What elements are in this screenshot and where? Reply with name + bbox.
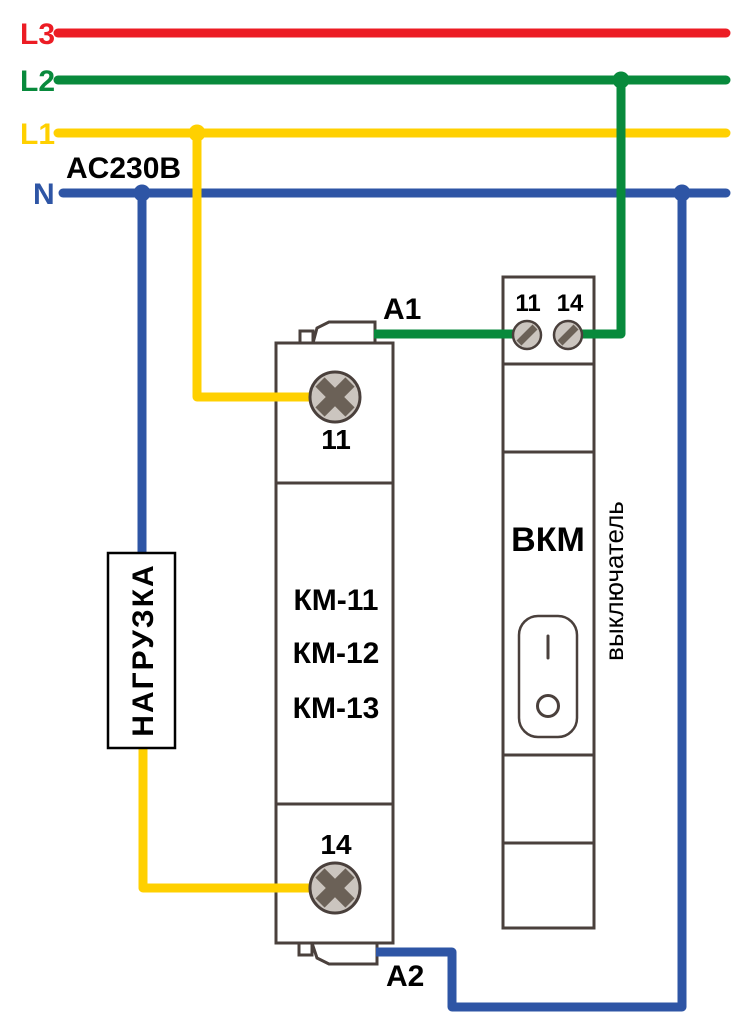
wire-l1-to-terminal-11 <box>192 129 330 402</box>
load-device: НАГРУЗКА <box>106 551 177 750</box>
switch-module <box>501 275 596 930</box>
junction-n-right <box>673 184 691 202</box>
contactor-model-1: КМ-11 <box>293 584 378 617</box>
contactor-body <box>274 341 395 945</box>
contactor-top-tab <box>311 320 377 345</box>
switch-body <box>501 275 596 930</box>
rail-l2-label: L2 <box>20 65 55 98</box>
load-label: НАГРУЗКА <box>127 563 160 736</box>
contactor-terminal-14-label: 14 <box>320 829 352 860</box>
switch-terminal-11-label: 11 <box>515 290 540 317</box>
switch-details: 11 14 ВКМ выключатель <box>511 290 629 739</box>
rail-l3-label: L3 <box>20 18 55 51</box>
rocker-switch <box>517 614 579 739</box>
contactor-module <box>274 320 395 966</box>
junction-n-left <box>133 184 151 202</box>
coil-a1-label: A1 <box>383 293 421 326</box>
contactor-top-notch <box>298 329 315 345</box>
switch-caption: выключатель <box>599 501 629 661</box>
contactor-model-2: КМ-12 <box>293 637 380 670</box>
screw-11-cross-icon <box>315 377 355 417</box>
switch-terminal-14-label: 14 <box>557 290 584 317</box>
switch-screw-14-slash-icon <box>557 324 579 346</box>
switch-name-label: ВКМ <box>511 521 585 559</box>
load-box <box>106 551 177 750</box>
contactor-model-3: КМ-13 <box>293 692 380 725</box>
wires <box>133 71 691 1012</box>
wire-n-to-coil-a2 <box>376 193 687 1012</box>
contactor-bottom-notch <box>297 941 314 957</box>
rail-n-label: N <box>33 178 55 211</box>
contactor-bottom-tab <box>309 941 379 966</box>
wire-switch-14-to-l2 <box>575 78 626 339</box>
contactor-terminals: 11 14 A1 A2 КМ-11 КМ-12 КМ-13 <box>293 293 425 993</box>
wire-load-to-terminal-14 <box>138 746 330 893</box>
contactor-terminal-11-label: 11 <box>321 424 351 455</box>
junction-l2 <box>612 71 630 89</box>
power-rails: L3 L2 L1 N AC230B <box>20 18 731 211</box>
voltage-label: AC230B <box>66 152 181 185</box>
junction-l1 <box>188 124 206 142</box>
screw-14-cross-icon <box>315 868 355 908</box>
coil-a2-label: A2 <box>386 960 424 993</box>
rail-l1-label: L1 <box>20 118 55 151</box>
rocker-off-mark-icon <box>536 694 560 718</box>
switch-screw-11-slash-icon <box>516 324 538 346</box>
